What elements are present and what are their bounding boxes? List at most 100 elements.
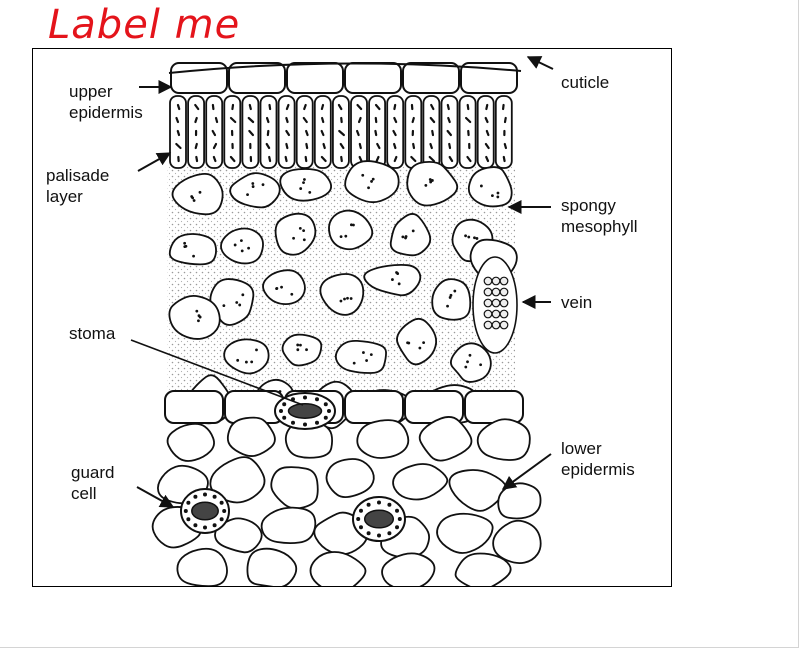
chloroplast xyxy=(338,129,345,137)
lower-cell xyxy=(356,419,410,459)
chloroplast xyxy=(466,155,472,163)
chloroplast xyxy=(198,190,202,194)
label-palisade-layer-line-1: palisade xyxy=(46,166,110,185)
chloroplast xyxy=(468,353,472,357)
chloroplast xyxy=(362,351,365,354)
vein-cell xyxy=(483,276,493,286)
chloroplast xyxy=(251,185,255,188)
chloroplast xyxy=(212,142,218,150)
chloroplast xyxy=(265,116,270,124)
chloroplast xyxy=(374,129,378,137)
chloroplast xyxy=(176,129,181,137)
chloroplast xyxy=(176,103,181,111)
guard-chloroplast xyxy=(183,509,188,513)
chloroplast xyxy=(475,237,479,240)
vein-cell xyxy=(491,276,501,286)
guard-chloroplast xyxy=(366,531,371,536)
guard-chloroplast xyxy=(219,500,224,505)
leaf-cross-section-illustration xyxy=(130,56,554,586)
chloroplast xyxy=(356,103,363,111)
palisade-cells xyxy=(169,95,513,169)
chloroplast xyxy=(503,142,508,150)
chloroplast xyxy=(222,304,226,307)
chloroplast xyxy=(365,359,368,362)
guard-chloroplast xyxy=(303,395,307,400)
chloroplast xyxy=(375,155,380,163)
label-spongy-mesophyll-line-2: mesophyll xyxy=(561,217,638,236)
chloroplast xyxy=(464,365,468,369)
chloroplast xyxy=(280,285,283,289)
chloroplast xyxy=(428,178,432,181)
guard-chloroplast xyxy=(358,525,363,530)
chloroplast xyxy=(397,282,401,286)
chloroplast xyxy=(464,116,472,124)
label-spongy-mesophyll-line-1: spongy xyxy=(561,196,616,215)
chloroplast xyxy=(214,116,219,124)
chloroplast xyxy=(485,155,490,163)
spongy-cell xyxy=(274,212,317,256)
vein-cell xyxy=(499,298,509,308)
label-lower-epidermis: lower epidermis xyxy=(561,438,635,480)
guard-chloroplast xyxy=(377,533,381,538)
spongy-cells xyxy=(168,160,518,430)
chloroplast xyxy=(339,142,345,150)
label-upper-epidermis: upper epidermis xyxy=(69,81,143,123)
chloroplast xyxy=(485,103,489,111)
spongy-cell xyxy=(168,295,221,340)
chloroplast xyxy=(418,346,422,350)
upper-epidermis-cell xyxy=(286,62,344,94)
chloroplast xyxy=(248,129,255,137)
chloroplast xyxy=(285,103,290,111)
lower-cell xyxy=(381,552,436,586)
guard-chloroplast xyxy=(282,415,287,420)
chloroplast xyxy=(352,223,355,227)
guard-chloroplast xyxy=(186,500,191,505)
chloroplast xyxy=(197,314,201,318)
chloroplast xyxy=(241,293,245,297)
chloroplast xyxy=(485,129,490,137)
chloroplast xyxy=(411,116,415,124)
page-title: Label me xyxy=(48,2,241,48)
lower-cell xyxy=(436,512,494,554)
label-pointers xyxy=(130,56,554,508)
chloroplast xyxy=(370,180,373,183)
chloroplast xyxy=(285,129,291,137)
chloroplast xyxy=(337,103,343,111)
chloroplast xyxy=(320,129,325,137)
chloroplast xyxy=(238,303,242,307)
chloroplast xyxy=(430,103,435,111)
chloroplast xyxy=(296,348,300,352)
lower-cell xyxy=(209,456,266,504)
chloroplast xyxy=(429,116,436,124)
lower-epidermis-cell xyxy=(464,390,524,424)
guard-chloroplast xyxy=(186,517,191,522)
chloroplast xyxy=(248,103,252,111)
chloroplast xyxy=(484,142,490,150)
stoma-leader-line xyxy=(130,339,304,406)
chloroplast xyxy=(411,229,415,233)
chloroplast xyxy=(358,155,363,163)
label-upper-epidermis-line-2: epidermis xyxy=(69,103,143,122)
vein-cell xyxy=(499,320,509,330)
upper-epidermis-cell xyxy=(228,62,286,94)
chloroplast xyxy=(446,304,449,308)
chloroplast xyxy=(244,360,248,364)
label-arrow xyxy=(526,56,554,70)
chloroplast xyxy=(275,287,278,291)
chloroplast xyxy=(422,341,426,345)
guard-chloroplast xyxy=(395,508,400,513)
label-vein-line-1: vein xyxy=(561,293,593,312)
guard-chloroplast xyxy=(291,420,295,425)
guard-chloroplast xyxy=(212,523,217,528)
chloroplast xyxy=(191,196,195,200)
chloroplast xyxy=(292,236,295,240)
chloroplast xyxy=(453,289,457,293)
chloroplast xyxy=(396,272,400,275)
guard-chloroplast xyxy=(395,525,400,530)
guard-chloroplast xyxy=(356,517,361,521)
label-arrow xyxy=(137,152,172,172)
label-spongy-mesophyll: spongy mesophyll xyxy=(561,195,638,237)
chloroplast xyxy=(358,142,362,150)
chloroplast xyxy=(246,193,249,197)
